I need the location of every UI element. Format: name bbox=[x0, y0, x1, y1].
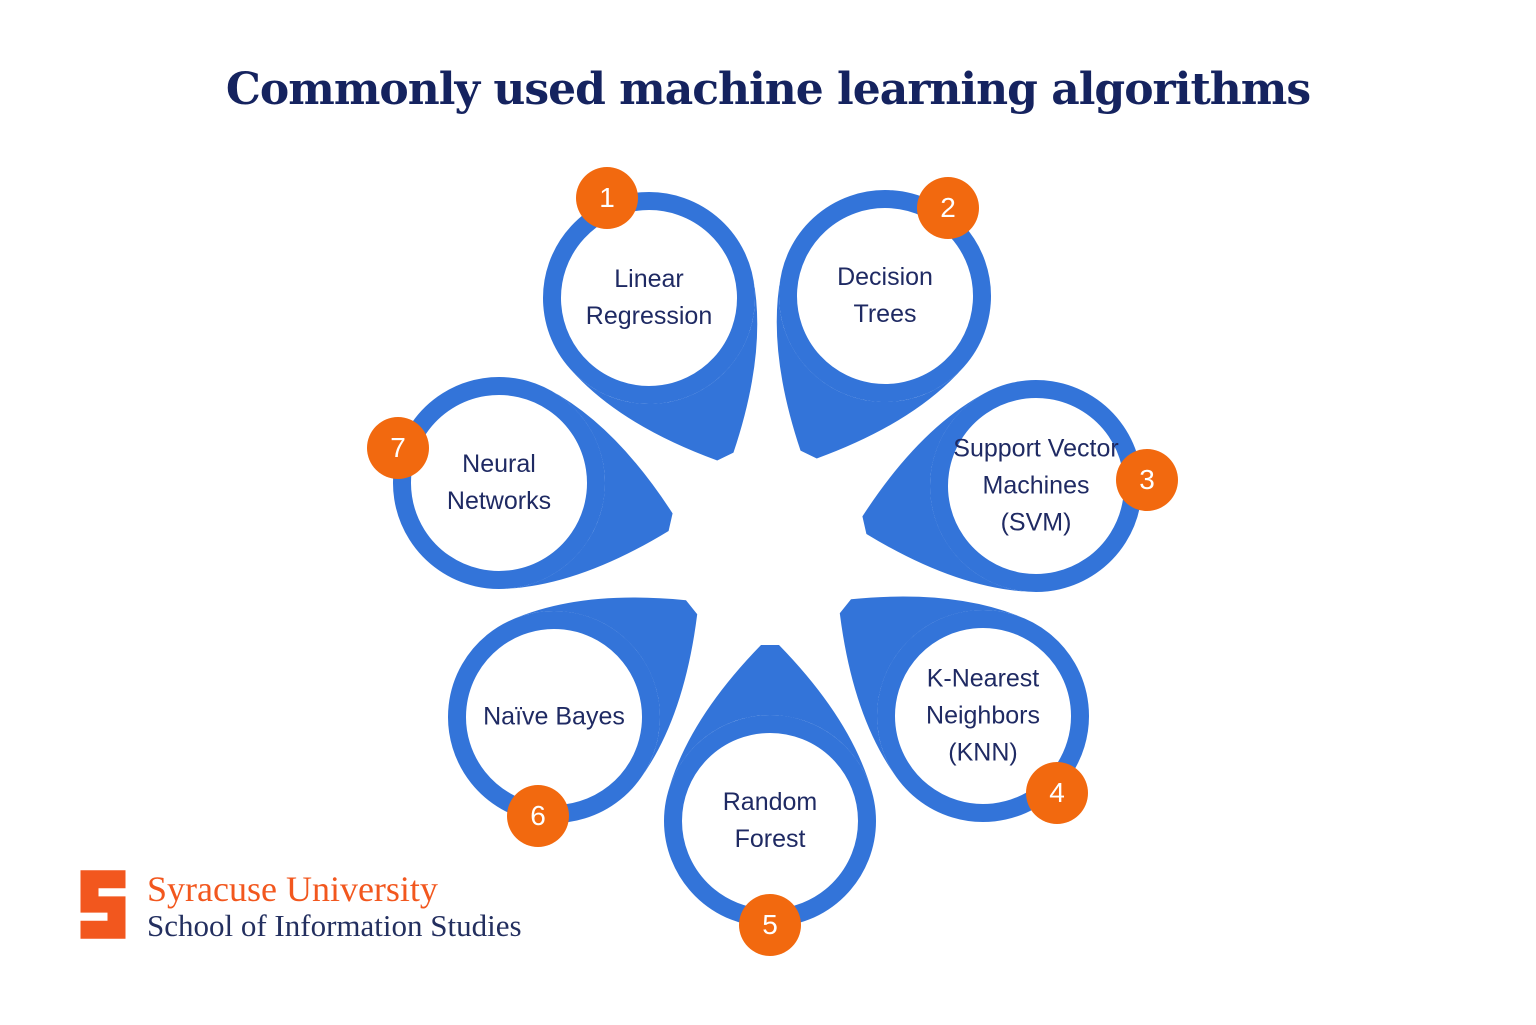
pin-label: Linear Regression bbox=[585, 265, 713, 330]
pin-number-badge: 2 bbox=[917, 177, 979, 239]
pin-label: Random Forest bbox=[722, 788, 818, 853]
pin-shape-6 bbox=[448, 597, 698, 823]
syracuse-logo: Syracuse University School of Informatio… bbox=[76, 868, 522, 944]
pin-tail bbox=[568, 278, 758, 461]
pin-label: Neural Networks bbox=[446, 450, 552, 515]
pin-tail bbox=[776, 276, 966, 459]
pin-number-badge: 4 bbox=[1026, 762, 1088, 824]
page-title: Commonly used machine learning algorithm… bbox=[225, 64, 1311, 115]
pin-label: Naïve Bayes bbox=[483, 702, 625, 731]
pin-shape-5 bbox=[664, 645, 876, 927]
pin-ring bbox=[448, 611, 660, 823]
pin-number-badge: 6 bbox=[507, 785, 569, 847]
pin-number-badge: 1 bbox=[576, 167, 638, 229]
syracuse-block-s-icon bbox=[80, 870, 126, 939]
pin-shape-1 bbox=[543, 192, 758, 461]
pin-tail bbox=[839, 596, 1026, 779]
pin-number-badge: 3 bbox=[1116, 449, 1178, 511]
pin-number-badge: 5 bbox=[739, 894, 801, 956]
pin-tail bbox=[511, 597, 698, 780]
pin-number-badge: 7 bbox=[367, 417, 429, 479]
pin-tail bbox=[502, 389, 673, 589]
pin-label: Decision Trees bbox=[837, 263, 933, 328]
logo-school-name: School of Information Studies bbox=[147, 908, 522, 943]
logo-university-name: Syracuse University bbox=[147, 869, 438, 909]
pin-tail bbox=[862, 392, 1033, 592]
pin-tail bbox=[667, 645, 873, 794]
logo-text: Syracuse University School of Informatio… bbox=[147, 868, 522, 944]
pin-label: Support Vector Machines (SVM) bbox=[953, 434, 1119, 537]
pin-label: K-Nearest Neighbors (KNN) bbox=[926, 664, 1040, 767]
